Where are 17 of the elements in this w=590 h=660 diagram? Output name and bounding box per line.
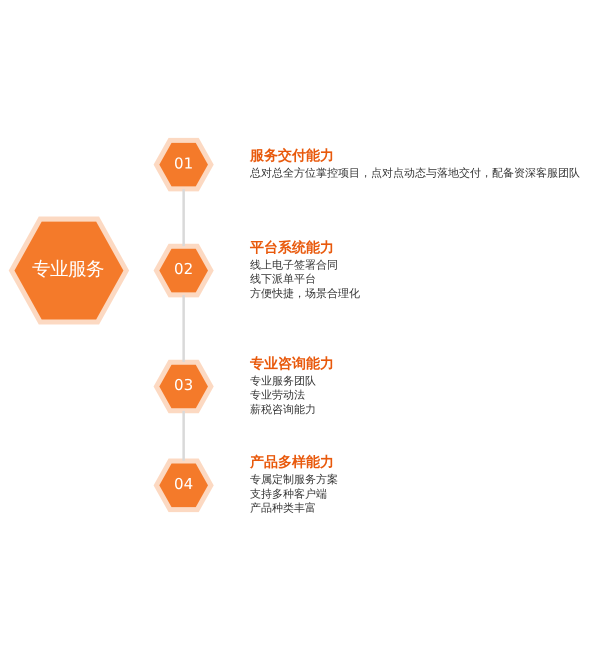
node-label: 专业服务团队 xyxy=(250,374,316,388)
node-label: 专业咨询能力 xyxy=(250,356,334,372)
node-label: 薪税咨询能力 xyxy=(250,402,316,416)
node-label: 线上电子签署合同 xyxy=(250,258,338,272)
node-label: 平台系统能力 xyxy=(250,240,334,256)
node-label: 总对总全方位掌控项目，点对点动态与落地交付，配备资深客服团队 xyxy=(250,166,580,180)
connector xyxy=(182,410,185,461)
connector xyxy=(182,189,185,246)
node-label: 服务交付能力 xyxy=(250,148,334,164)
node-label: 产品种类丰富 xyxy=(250,502,316,515)
node-label: 方便快捷，场景合理化 xyxy=(250,286,360,300)
node-label: 专属定制服务方案 xyxy=(250,473,338,486)
node-label: 专业劳动法 xyxy=(250,388,305,402)
connector xyxy=(182,295,185,362)
node-label: 线下派单平台 xyxy=(250,272,316,286)
node-label: 支持多种客户端 xyxy=(250,487,327,500)
node-label: 产品多样能力 xyxy=(250,454,334,471)
